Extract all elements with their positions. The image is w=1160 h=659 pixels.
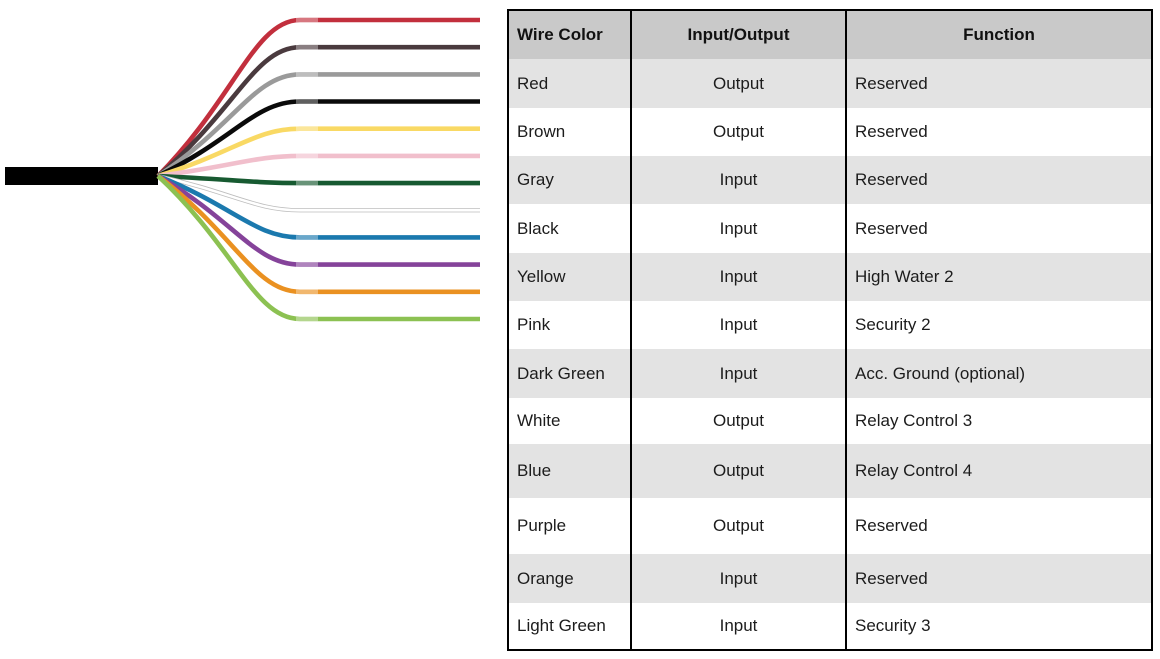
column-header-input-output: Input/Output	[630, 11, 845, 59]
io-cell: Output	[630, 59, 845, 108]
function-cell: Acc. Ground (optional)	[845, 349, 1151, 398]
function-cell: Reserved	[845, 204, 1151, 253]
wire-blue	[157, 173, 480, 240]
column-header-wire-color: Wire Color	[509, 11, 630, 59]
wire-color-cell: Red	[509, 59, 630, 108]
function-cell: Security 2	[845, 301, 1151, 349]
function-cell: Reserved	[845, 156, 1151, 204]
io-cell: Input	[630, 554, 845, 603]
main-cable	[5, 167, 158, 185]
wire-color-cell: Dark Green	[509, 349, 630, 398]
function-cell: Reserved	[845, 59, 1151, 108]
wire-color-cell: Pink	[509, 301, 630, 349]
io-cell: Input	[630, 156, 845, 204]
wire-white	[157, 174, 480, 212]
wire-harness-diagram	[5, 17, 480, 322]
wire-pink	[157, 153, 480, 179]
wire-color-cell: Gray	[509, 156, 630, 204]
io-cell: Output	[630, 498, 845, 554]
function-cell: Relay Control 3	[845, 398, 1151, 444]
wire-color-cell: Light Green	[509, 603, 630, 649]
function-cell: Reserved	[845, 108, 1151, 156]
wire-black	[156, 99, 480, 179]
wire-yellow	[157, 126, 480, 179]
wire-color-cell: Purple	[509, 498, 630, 554]
function-cell: Relay Control 4	[845, 444, 1151, 498]
wire-color-cell: Blue	[509, 444, 630, 498]
wire-dark-green	[157, 173, 480, 186]
io-cell: Input	[630, 204, 845, 253]
wire-purple	[156, 174, 480, 267]
io-cell: Output	[630, 444, 845, 498]
wire-color-cell: Orange	[509, 554, 630, 603]
function-cell: High Water 2	[845, 253, 1151, 301]
function-cell: Reserved	[845, 554, 1151, 603]
wire-orange	[156, 174, 480, 295]
wire-red	[156, 17, 480, 178]
io-cell: Input	[630, 253, 845, 301]
wire-light-green	[156, 174, 480, 322]
io-cell: Output	[630, 108, 845, 156]
wire-color-cell: Black	[509, 204, 630, 253]
column-header-function: Function	[845, 11, 1151, 59]
wire-color-cell: Yellow	[509, 253, 630, 301]
function-cell: Security 3	[845, 603, 1151, 649]
io-cell: Input	[630, 603, 845, 649]
io-cell: Input	[630, 301, 845, 349]
io-cell: Output	[630, 398, 845, 444]
wire-color-cell: White	[509, 398, 630, 444]
io-cell: Input	[630, 349, 845, 398]
wire-color-cell: Brown	[509, 108, 630, 156]
function-cell: Reserved	[845, 498, 1151, 554]
wire-brown	[156, 44, 480, 178]
wire-gray	[156, 72, 480, 178]
